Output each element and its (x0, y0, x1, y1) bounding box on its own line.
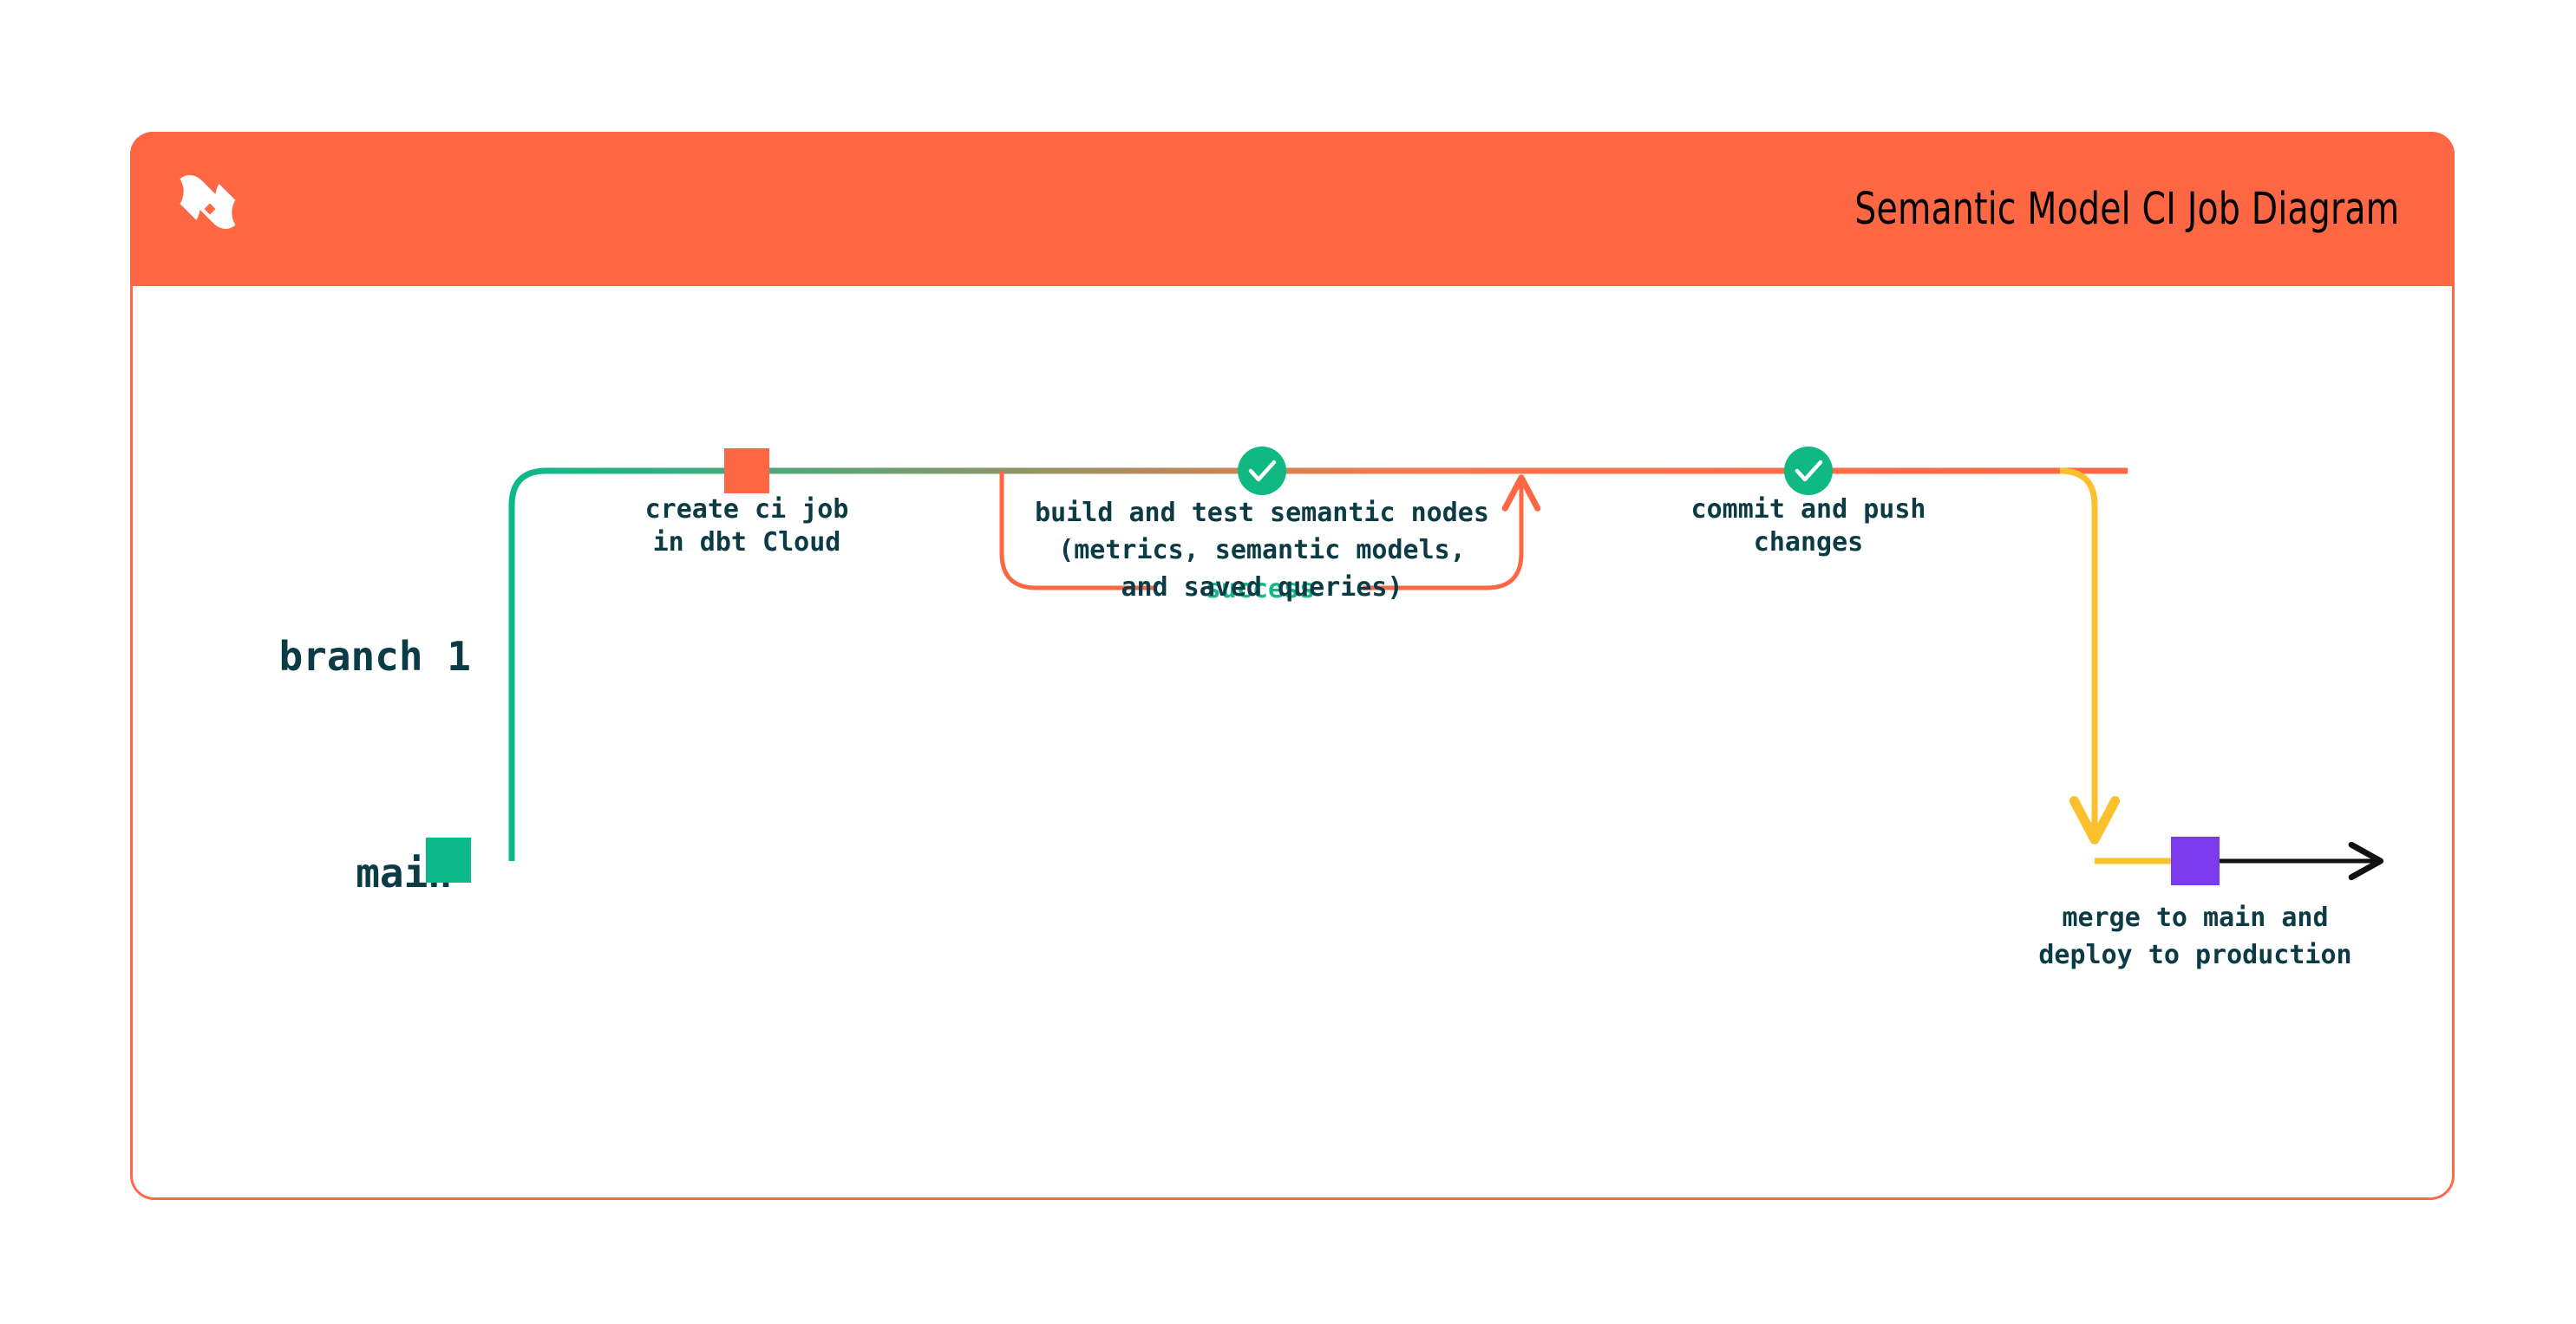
node-create-ci-job[interactable]: create ci job in dbt Cloud (645, 448, 849, 558)
create-ci-job-label-line1: create ci job (645, 494, 849, 525)
node-merge-to-main[interactable]: merge to main and deploy to production (2038, 837, 2352, 970)
page-title: Semantic Model CI Job Diagram (1854, 183, 2399, 235)
merge-to-main-square[interactable] (2171, 837, 2220, 885)
lane-label-branch1: branch 1 (278, 633, 471, 680)
dbt-logo-icon (170, 169, 250, 249)
lane-main: main (356, 838, 2128, 897)
build-and-test-circle[interactable] (1238, 447, 1286, 495)
build-and-test-label-line3: and saved queries) (1121, 572, 1402, 603)
success-loop-left (999, 471, 1156, 590)
merge-arrow (2059, 467, 2121, 845)
create-ci-job-label-line2: in dbt Cloud (653, 527, 841, 558)
lane-branch1: branch 1 (278, 467, 2128, 861)
node-build-and-test[interactable]: build and test semantic nodes (metrics, … (1035, 447, 1489, 603)
success-edge-label: success (1206, 574, 1315, 604)
card-header: Semantic Model CI Job Diagram (130, 132, 2455, 286)
check-icon (1248, 460, 1277, 482)
commit-and-push-label-line1: commit and push (1691, 494, 1926, 525)
node-commit-and-push[interactable]: commit and push changes (1691, 447, 1926, 558)
merge-to-main-label-line2: deploy to production (2038, 940, 2351, 970)
edge-success-loop: success (999, 471, 1541, 604)
success-loop-right (1363, 474, 1541, 590)
commit-and-push-circle[interactable] (1784, 447, 1833, 495)
merge-to-main-label-line1: merge to main and (2062, 903, 2328, 933)
build-and-test-label-line1: build and test semantic nodes (1035, 498, 1489, 528)
commit-and-push-label-line2: changes (1754, 527, 1863, 558)
branch1-line (508, 467, 2128, 861)
create-ci-job-square[interactable] (724, 448, 769, 493)
diagram-card: Semantic Model CI Job Diagram (130, 132, 2455, 1200)
diagram-canvas: main branch 1 create ci job in dbt Cl (133, 289, 2452, 1197)
check-icon (1795, 460, 1823, 482)
build-and-test-label-line2: (metrics, semantic models, (1058, 535, 1466, 565)
main-start-node[interactable] (426, 838, 471, 883)
